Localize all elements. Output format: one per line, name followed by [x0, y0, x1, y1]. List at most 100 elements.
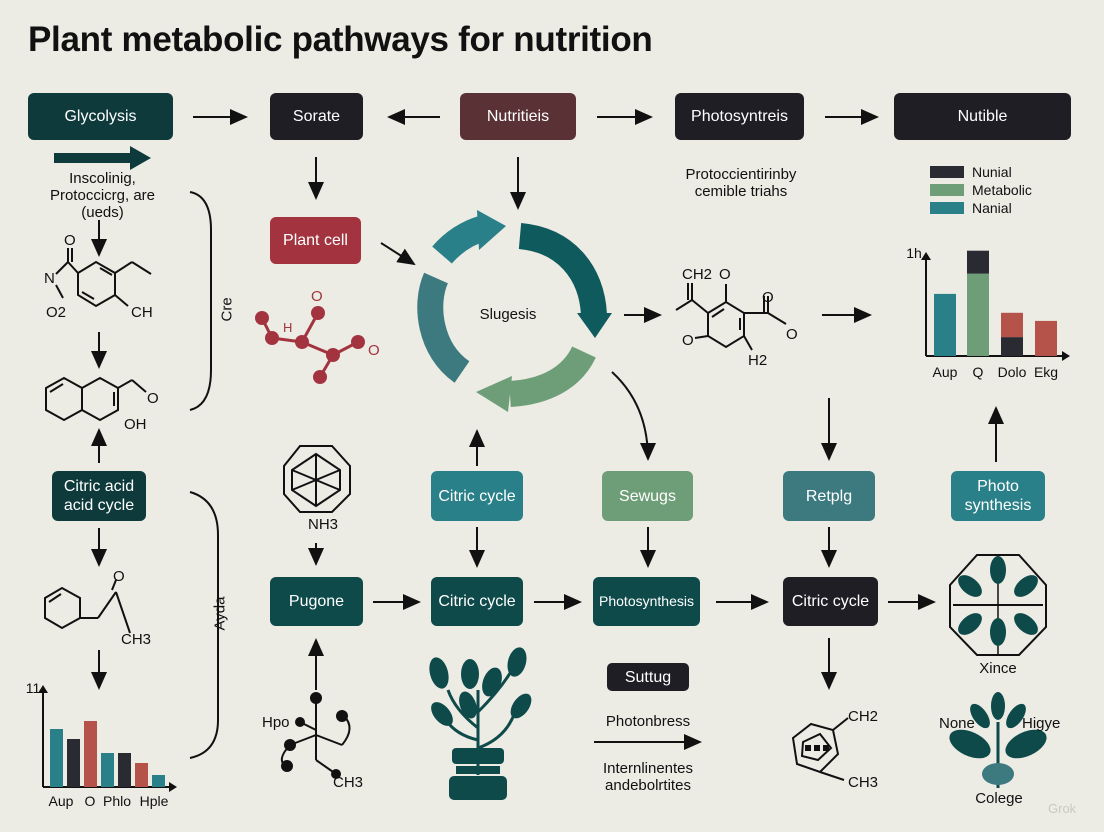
glycolysis-box: Glycolysis [28, 93, 173, 140]
atom-label: CH [131, 304, 153, 321]
chart-bar [1001, 312, 1023, 338]
legend-swatch [930, 166, 964, 178]
photosynthesis-box: Photosynthesis [593, 577, 700, 626]
photosyntreis-box: Photosyntreis [675, 93, 804, 140]
atom-label: O [719, 266, 731, 283]
atom-label: O [113, 568, 125, 585]
chart-bar [934, 293, 956, 356]
pugone-box: Pugone [270, 577, 363, 626]
legend-item-metabolic: Metabolic [930, 182, 1032, 198]
chart-bar [67, 739, 80, 787]
atom-label: H2 [748, 352, 768, 369]
atom-label: O [786, 326, 798, 343]
atom-label: N [44, 270, 55, 287]
tick-label: O [85, 793, 96, 809]
cycle-center-label: Slugesis [479, 306, 537, 323]
chart-bar [135, 763, 148, 787]
atom-label: O2 [46, 304, 67, 321]
nh3-label: NH3 [308, 516, 339, 533]
molecule-right [675, 283, 787, 351]
y-axis-top-label: 1h [906, 245, 922, 261]
sewugs-box: Sewugs [602, 471, 693, 521]
bracket-ayda [189, 491, 219, 759]
metabolic-cycle [417, 210, 612, 412]
citric-acid-cycle-box: Citric acid acid cycle [52, 471, 146, 521]
bracket-cre [189, 191, 212, 411]
nutible-box: Nutible [894, 93, 1071, 140]
watermark-label: Grok [1048, 801, 1077, 816]
citric-cycle-box-right: Citric cycle [783, 577, 878, 626]
higye-label: Higye [1022, 715, 1061, 732]
ch3-bottom-label: CH3 [333, 774, 364, 791]
molecule-bottom-right [791, 717, 849, 781]
suttug-box: Suttug [607, 663, 689, 691]
photo-synthesis-box: Photo synthesis [951, 471, 1045, 521]
molecule-left-1 [55, 248, 152, 308]
legend-swatch [930, 184, 964, 196]
chart-bar [118, 753, 131, 787]
chart-bar [101, 753, 114, 787]
tick-label: Aup [49, 793, 74, 809]
colege-label: Colege [975, 790, 1023, 807]
atom-label: CH3 [121, 631, 152, 648]
chart-bar [967, 250, 989, 274]
x-axis-arrow [169, 782, 177, 792]
chart-bar [1001, 337, 1023, 356]
inscolinig-label: Inscolinig, Protoccicrg, are (ueds) [49, 170, 156, 221]
molecule-left-2 [45, 376, 147, 422]
citric-cycle-box-mid: Citric cycle [431, 577, 523, 626]
atom-label: O [368, 342, 380, 359]
none-label: None [939, 715, 975, 732]
banner-arrow [54, 146, 151, 170]
flower-icon [949, 554, 1047, 656]
molecule-red [255, 306, 365, 384]
atom-label: O [311, 288, 323, 305]
tick-label: Ekg [1034, 364, 1058, 380]
atom-label: CH2 [682, 266, 713, 283]
atom-label: CH3 [848, 774, 879, 791]
y-axis-arrow [38, 685, 48, 693]
x-axis-arrow [1062, 351, 1070, 361]
interm-label: Internlinentes andebolrtites [602, 760, 694, 794]
nutritieis-box: Nutritieis [460, 93, 576, 140]
y-axis-top-label: 11 [26, 680, 41, 696]
xince-label: Xince [979, 660, 1017, 677]
chart-bar [152, 775, 165, 787]
chart-bar [84, 721, 97, 787]
molecule-nh3 [283, 445, 351, 513]
protocc-label: Protoccientirinby cemible triahs [685, 166, 797, 200]
plant-icon [429, 647, 532, 800]
chart-bar [1035, 320, 1057, 356]
chart-bar [967, 273, 989, 356]
legend-item-nanial: Nanial [930, 200, 1012, 216]
tick-label: Hple [140, 793, 169, 809]
citric-cycle-box-top: Citric cycle [431, 471, 523, 521]
atom-label: O [682, 332, 694, 349]
tick-label: Dolo [998, 364, 1027, 380]
y-axis-arrow [921, 252, 931, 260]
tick-label: Aup [933, 364, 958, 380]
atom-label: O [762, 289, 774, 306]
cre-label: Cre [218, 297, 236, 322]
chart-bar [50, 729, 63, 787]
arrow-plantcell-cycle [380, 242, 416, 266]
retplg-box: Retplg [783, 471, 875, 521]
hpo-label: Hpo [262, 714, 290, 731]
molecule-left-3 [44, 579, 131, 634]
tick-label: Q [973, 364, 984, 380]
atom-label: CH2 [848, 708, 879, 725]
atom-label: O [64, 232, 76, 249]
photonbress-label: Photonbress [605, 713, 691, 730]
atom-label: O [147, 390, 159, 407]
legend-swatch [930, 202, 964, 214]
legend-item-nunial: Nunial [930, 164, 1012, 180]
ayda-label: Ayda [211, 596, 229, 631]
atom-label: H [283, 320, 293, 335]
arrow-cycle-sewugs [611, 371, 656, 461]
atom-label: OH [124, 416, 147, 433]
plant-cell-box: Plant cell [270, 217, 361, 264]
tick-label: Phlo [103, 793, 131, 809]
